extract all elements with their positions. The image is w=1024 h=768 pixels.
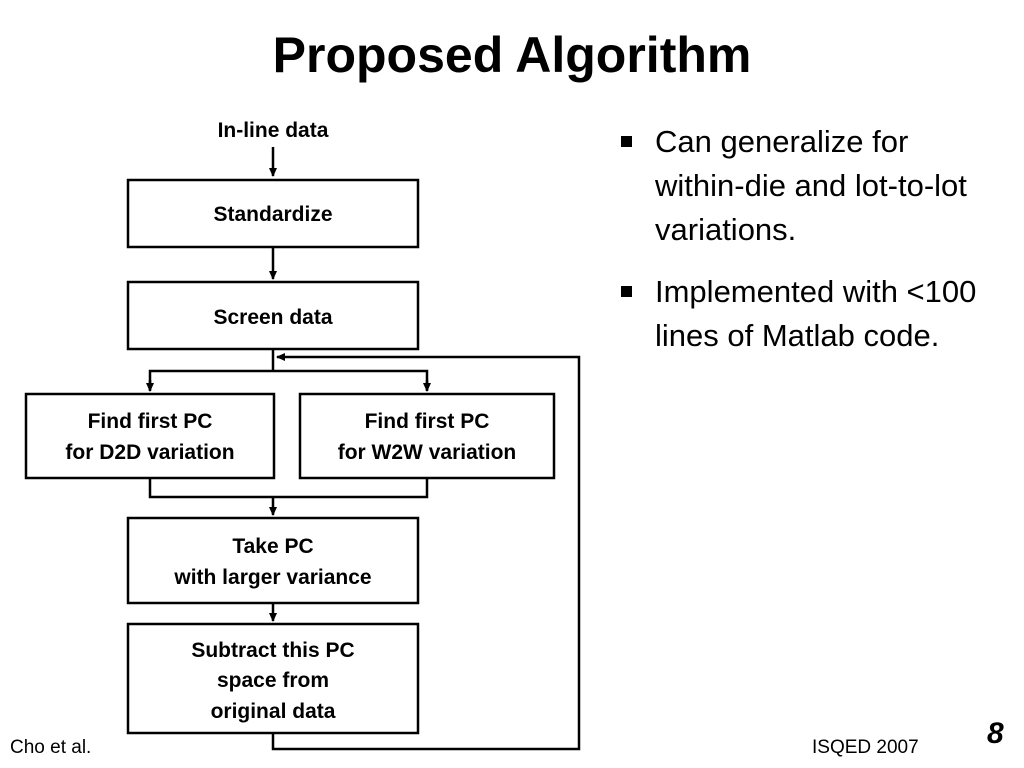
step-find-pc-d2d-line1: Find first PC [88, 410, 213, 433]
step-find-pc-w2w-line1: Find first PC [365, 410, 490, 433]
bullet-list: Can generalize for within-die and lot-to… [618, 120, 998, 376]
square-bullet-icon [621, 136, 632, 147]
bullet-text: Implemented with <100 lines of Matlab co… [655, 274, 977, 353]
split-connector [148, 369, 429, 390]
step-subtract-line3: original data [211, 700, 336, 723]
step-take-pc-line1: Take PC [232, 535, 313, 558]
bullet-item: Can generalize for within-die and lot-to… [618, 120, 998, 252]
step-subtract-line1: Subtract this PC [191, 639, 354, 662]
step-subtract: Subtract this PC space from original dat… [126, 622, 420, 735]
merge-connector [148, 478, 429, 499]
slide-title: Proposed Algorithm [272, 27, 752, 83]
step-find-pc-d2d-line2: for D2D variation [65, 441, 234, 464]
step-take-pc-line2: with larger variance [173, 566, 371, 589]
step-screen-data-label: Screen data [213, 306, 332, 329]
step-find-pc-w2w: Find first PC for W2W variation [298, 392, 556, 480]
footer-conference: ISQED 2007 [812, 737, 919, 758]
input-label: In-line data [218, 119, 329, 142]
step-find-pc-w2w-line2: for W2W variation [338, 441, 517, 464]
step-standardize: Standardize [126, 178, 420, 249]
loop-back-connector [271, 353, 581, 751]
step-find-pc-d2d: Find first PC for D2D variation [24, 392, 276, 480]
square-bullet-icon [621, 286, 632, 297]
footer-author: Cho et al. [10, 737, 92, 758]
page-number: 8 [987, 717, 1004, 750]
step-screen-data: Screen data [126, 280, 420, 351]
step-subtract-line2: space from [217, 669, 329, 692]
step-take-pc: Take PC with larger variance [126, 516, 420, 605]
step-standardize-label: Standardize [213, 203, 332, 226]
bullet-text: Can generalize for within-die and lot-to… [655, 124, 967, 247]
bullet-item: Implemented with <100 lines of Matlab co… [618, 270, 998, 358]
